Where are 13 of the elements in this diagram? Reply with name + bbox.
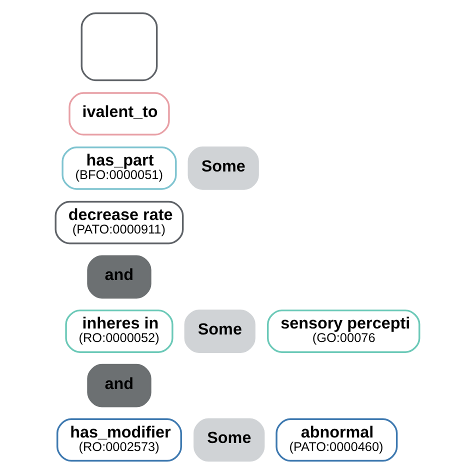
node-box: Some xyxy=(184,310,255,353)
node-box: decrease rate (PATO:0000911) xyxy=(54,200,184,244)
node-box: abnormal (PATO:0000460) xyxy=(275,418,398,462)
node-box: ivalent_to xyxy=(68,92,170,136)
node-box: has_modifier (RO:0002573) xyxy=(56,418,182,462)
node-box: sensory percepti (GO:00076 xyxy=(266,310,420,353)
node-box: and xyxy=(86,364,151,408)
node-box: Some xyxy=(193,418,264,462)
node-box: has_part (BFO:0000051) xyxy=(61,146,176,190)
node-box: inheres in (RO:0000052) xyxy=(64,310,173,353)
node-box xyxy=(80,12,158,82)
node-box: and xyxy=(86,255,151,299)
node-box: Some xyxy=(187,146,258,190)
